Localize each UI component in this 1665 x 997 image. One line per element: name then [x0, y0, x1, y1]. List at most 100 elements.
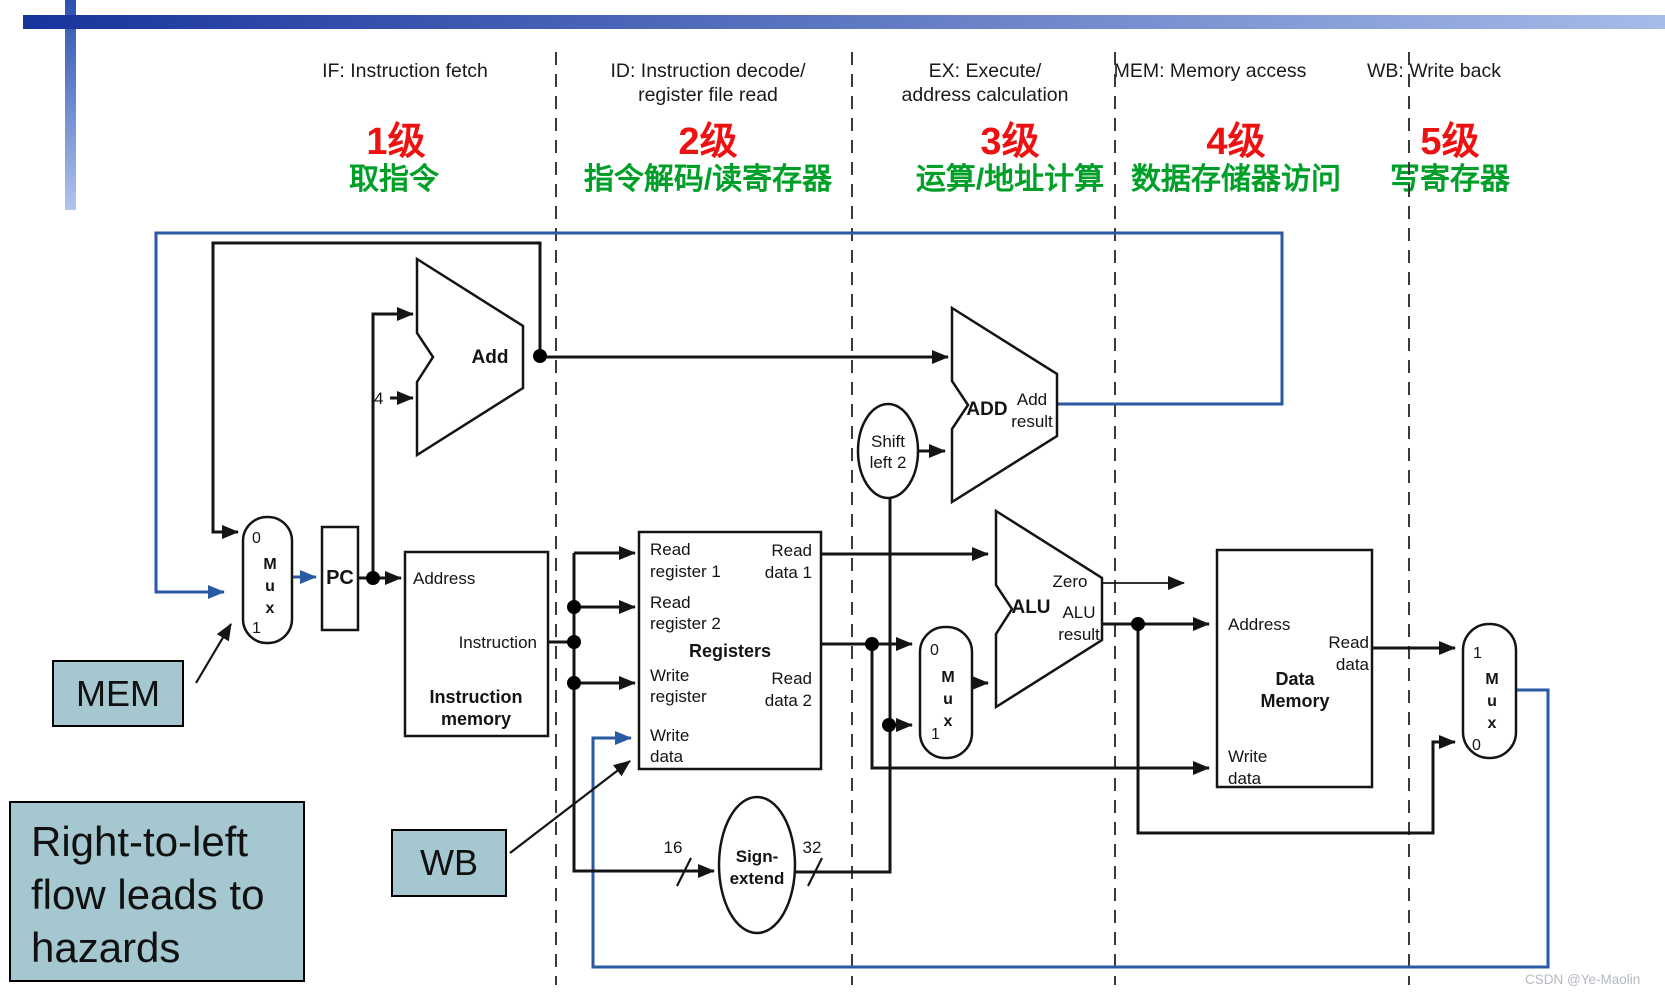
- stage-level-5: 5级: [1420, 121, 1480, 163]
- wbmux-label: u: [1487, 693, 1497, 710]
- dmem-writedata-label: data: [1228, 769, 1262, 788]
- hazard-line: Right-to-left: [31, 818, 249, 865]
- signext-name: Sign-: [736, 847, 779, 866]
- wire-branch-target-to-pcmux: [154, 231, 1284, 599]
- stage-header-mem: MEM: Memory access: [1114, 60, 1307, 84]
- wbmux-in0-label: 0: [1472, 737, 1481, 754]
- junction-dot: [865, 637, 879, 651]
- regs-rr1-label: register 1: [650, 562, 721, 581]
- dmem-writedata-label: Write: [1228, 747, 1267, 766]
- junction-dot: [366, 571, 380, 585]
- memtoreg-mux: [1461, 622, 1518, 760]
- regs-rd1-label: data 1: [765, 563, 812, 582]
- stage-desc-1: 取指令: [349, 163, 439, 196]
- regs-rd2-label: Read: [771, 669, 812, 688]
- add-result-label: result: [1011, 412, 1053, 431]
- stage-header-ex: EX: Execute/ address calculation: [902, 60, 1069, 107]
- regs-rr1-label: Read: [650, 540, 691, 559]
- regs-rr2-label: register 2: [650, 614, 721, 633]
- stage-header-if: IF: Instruction fetch: [322, 60, 488, 84]
- shift-left-2: [856, 402, 920, 500]
- pc-label: PC: [326, 567, 354, 589]
- add-adder: [415, 256, 525, 458]
- stage-header-wb: WB: Write back: [1367, 60, 1501, 84]
- slash-32: [807, 857, 823, 887]
- hazard-callout: Right-to-left flow leads to hazards: [9, 801, 305, 982]
- sign-extend: [717, 795, 797, 935]
- dmem-readdata-label: Read: [1328, 633, 1369, 652]
- imem-instruction-label: Instruction: [459, 633, 537, 652]
- stage-desc-4: 数据存储器访问: [1131, 163, 1341, 196]
- stage-desc-2: 指令解码/读寄存器: [583, 163, 833, 196]
- shift-left-2-label: Shift: [871, 432, 905, 451]
- imem-name: Instruction: [430, 687, 523, 707]
- alu-result-label: result: [1058, 625, 1100, 644]
- stage-header-line: MEM: Memory access: [1113, 60, 1307, 82]
- alusrcmux-in1-label: 1: [931, 726, 940, 743]
- regs-wr-label: register: [650, 687, 707, 706]
- stage-header-id: ID: Instruction decode/ register file re…: [610, 60, 805, 107]
- signext-name: extend: [730, 869, 785, 888]
- regs-rd1-label: Read: [771, 541, 812, 560]
- pcmux-in0-label: 0: [252, 530, 261, 547]
- alu-result-label: ALU: [1062, 603, 1095, 622]
- wire-signext-up: [795, 497, 892, 874]
- dmem-readdata-label: data: [1336, 655, 1370, 674]
- stage-header-line: register file read: [638, 83, 778, 106]
- alu: [994, 508, 1104, 710]
- stage-header-line: EX: Execute/: [928, 60, 1042, 82]
- wire-pc-to-add: [371, 307, 414, 578]
- data-memory: [1215, 548, 1374, 789]
- decor-vertical-bar: [65, 0, 76, 210]
- stage-desc-3: 运算/地址计算: [915, 163, 1105, 196]
- wire-aluresult-to-wbmux: [1136, 624, 1456, 835]
- wire-pcplus4-to-pcmux: [211, 241, 542, 539]
- alusrc-mux: [918, 625, 974, 760]
- pcmux-label: u: [265, 578, 275, 595]
- wire-rd2-to-dmem-writedata: [870, 644, 1210, 775]
- junction-dot: [882, 718, 896, 732]
- instruction-memory: [403, 550, 550, 738]
- stage-level-3: 3级: [980, 121, 1040, 163]
- branch-adder: [950, 305, 1059, 505]
- registers: [637, 530, 823, 771]
- branch-adder-label: ADD: [966, 399, 1007, 420]
- width-16-label: 16: [664, 838, 683, 857]
- mem-callout: MEM: [52, 660, 184, 727]
- regs-name: Registers: [689, 641, 771, 661]
- stage-header-line: WB: Write back: [1367, 60, 1501, 82]
- pcmux-label: x: [266, 600, 275, 617]
- hazard-line: hazards: [31, 924, 181, 971]
- decor-horizontal-bar: [23, 15, 1665, 29]
- stage-level-2: 2级: [678, 121, 738, 163]
- stage-level-4: 4级: [1206, 121, 1266, 163]
- add-label: Add: [472, 347, 509, 368]
- wb-callout-arrow: [509, 760, 631, 854]
- wire-instr-to-signext: [572, 553, 715, 878]
- slash-16: [676, 857, 692, 887]
- shift-left-2-label: left 2: [870, 453, 907, 472]
- dmem-address-label: Address: [1228, 615, 1290, 634]
- watermark: CSDN @Ye-Maolin: [1525, 972, 1641, 987]
- add-result-label: Add: [1017, 390, 1047, 409]
- stage-level-1: 1级: [366, 121, 426, 163]
- dmem-name: Data: [1275, 669, 1315, 689]
- dmem-name: Memory: [1260, 691, 1329, 711]
- wb-callout: WB: [391, 829, 507, 897]
- junction-dot: [567, 600, 581, 614]
- wbmux-label: M: [1485, 671, 1498, 688]
- alusrcmux-in0-label: 0: [930, 642, 939, 659]
- pc-register: [320, 525, 360, 632]
- stage-header-line: ID: Instruction decode/: [610, 60, 806, 82]
- pc-source-mux: [241, 515, 294, 645]
- width-32-label: 32: [803, 838, 822, 857]
- junction-dot: [567, 676, 581, 690]
- wbmux-label: x: [1488, 715, 1497, 732]
- alu-zero-label: Zero: [1053, 572, 1088, 591]
- alu-label: ALU: [1011, 597, 1050, 618]
- wbmux-in1-label: 1: [1473, 645, 1482, 662]
- const4-label: 4: [374, 389, 383, 408]
- hazard-line: flow leads to: [31, 871, 265, 918]
